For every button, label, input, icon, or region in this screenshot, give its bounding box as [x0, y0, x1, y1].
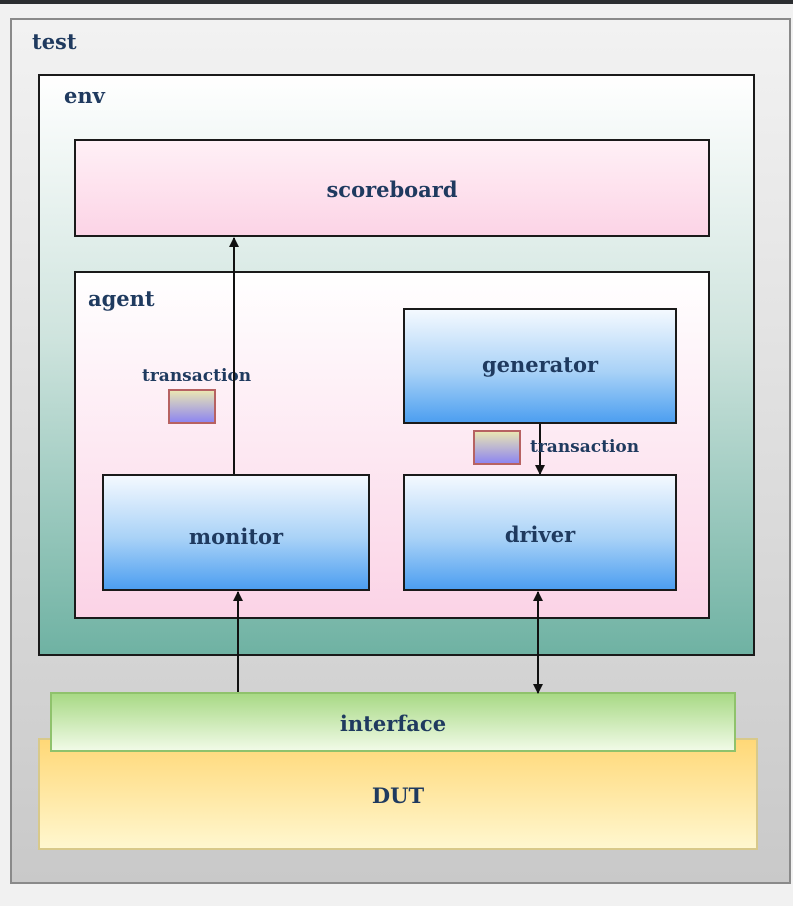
test-label: test — [32, 29, 77, 54]
generator-label: generator — [481, 352, 599, 377]
env-label: env — [64, 83, 105, 108]
dut-block: DUT — [38, 738, 758, 850]
driver-label: driver — [504, 522, 576, 547]
monitor-block: monitor — [102, 474, 370, 591]
transaction-packet-icon — [168, 389, 216, 424]
scoreboard-label: scoreboard — [326, 177, 458, 202]
generator-block: generator — [403, 308, 677, 424]
transaction-packet-icon — [473, 430, 521, 465]
transaction-label-left: transaction — [142, 366, 252, 386]
monitor-label: monitor — [188, 524, 284, 549]
driver-block: driver — [403, 474, 677, 591]
agent-label: agent — [88, 286, 155, 311]
interface-block: interface — [50, 692, 736, 752]
transaction-label-right: transaction — [530, 437, 640, 457]
scoreboard-block: scoreboard — [74, 139, 710, 237]
interface-label: interface — [339, 711, 447, 736]
dut-label: DUT — [371, 783, 425, 808]
